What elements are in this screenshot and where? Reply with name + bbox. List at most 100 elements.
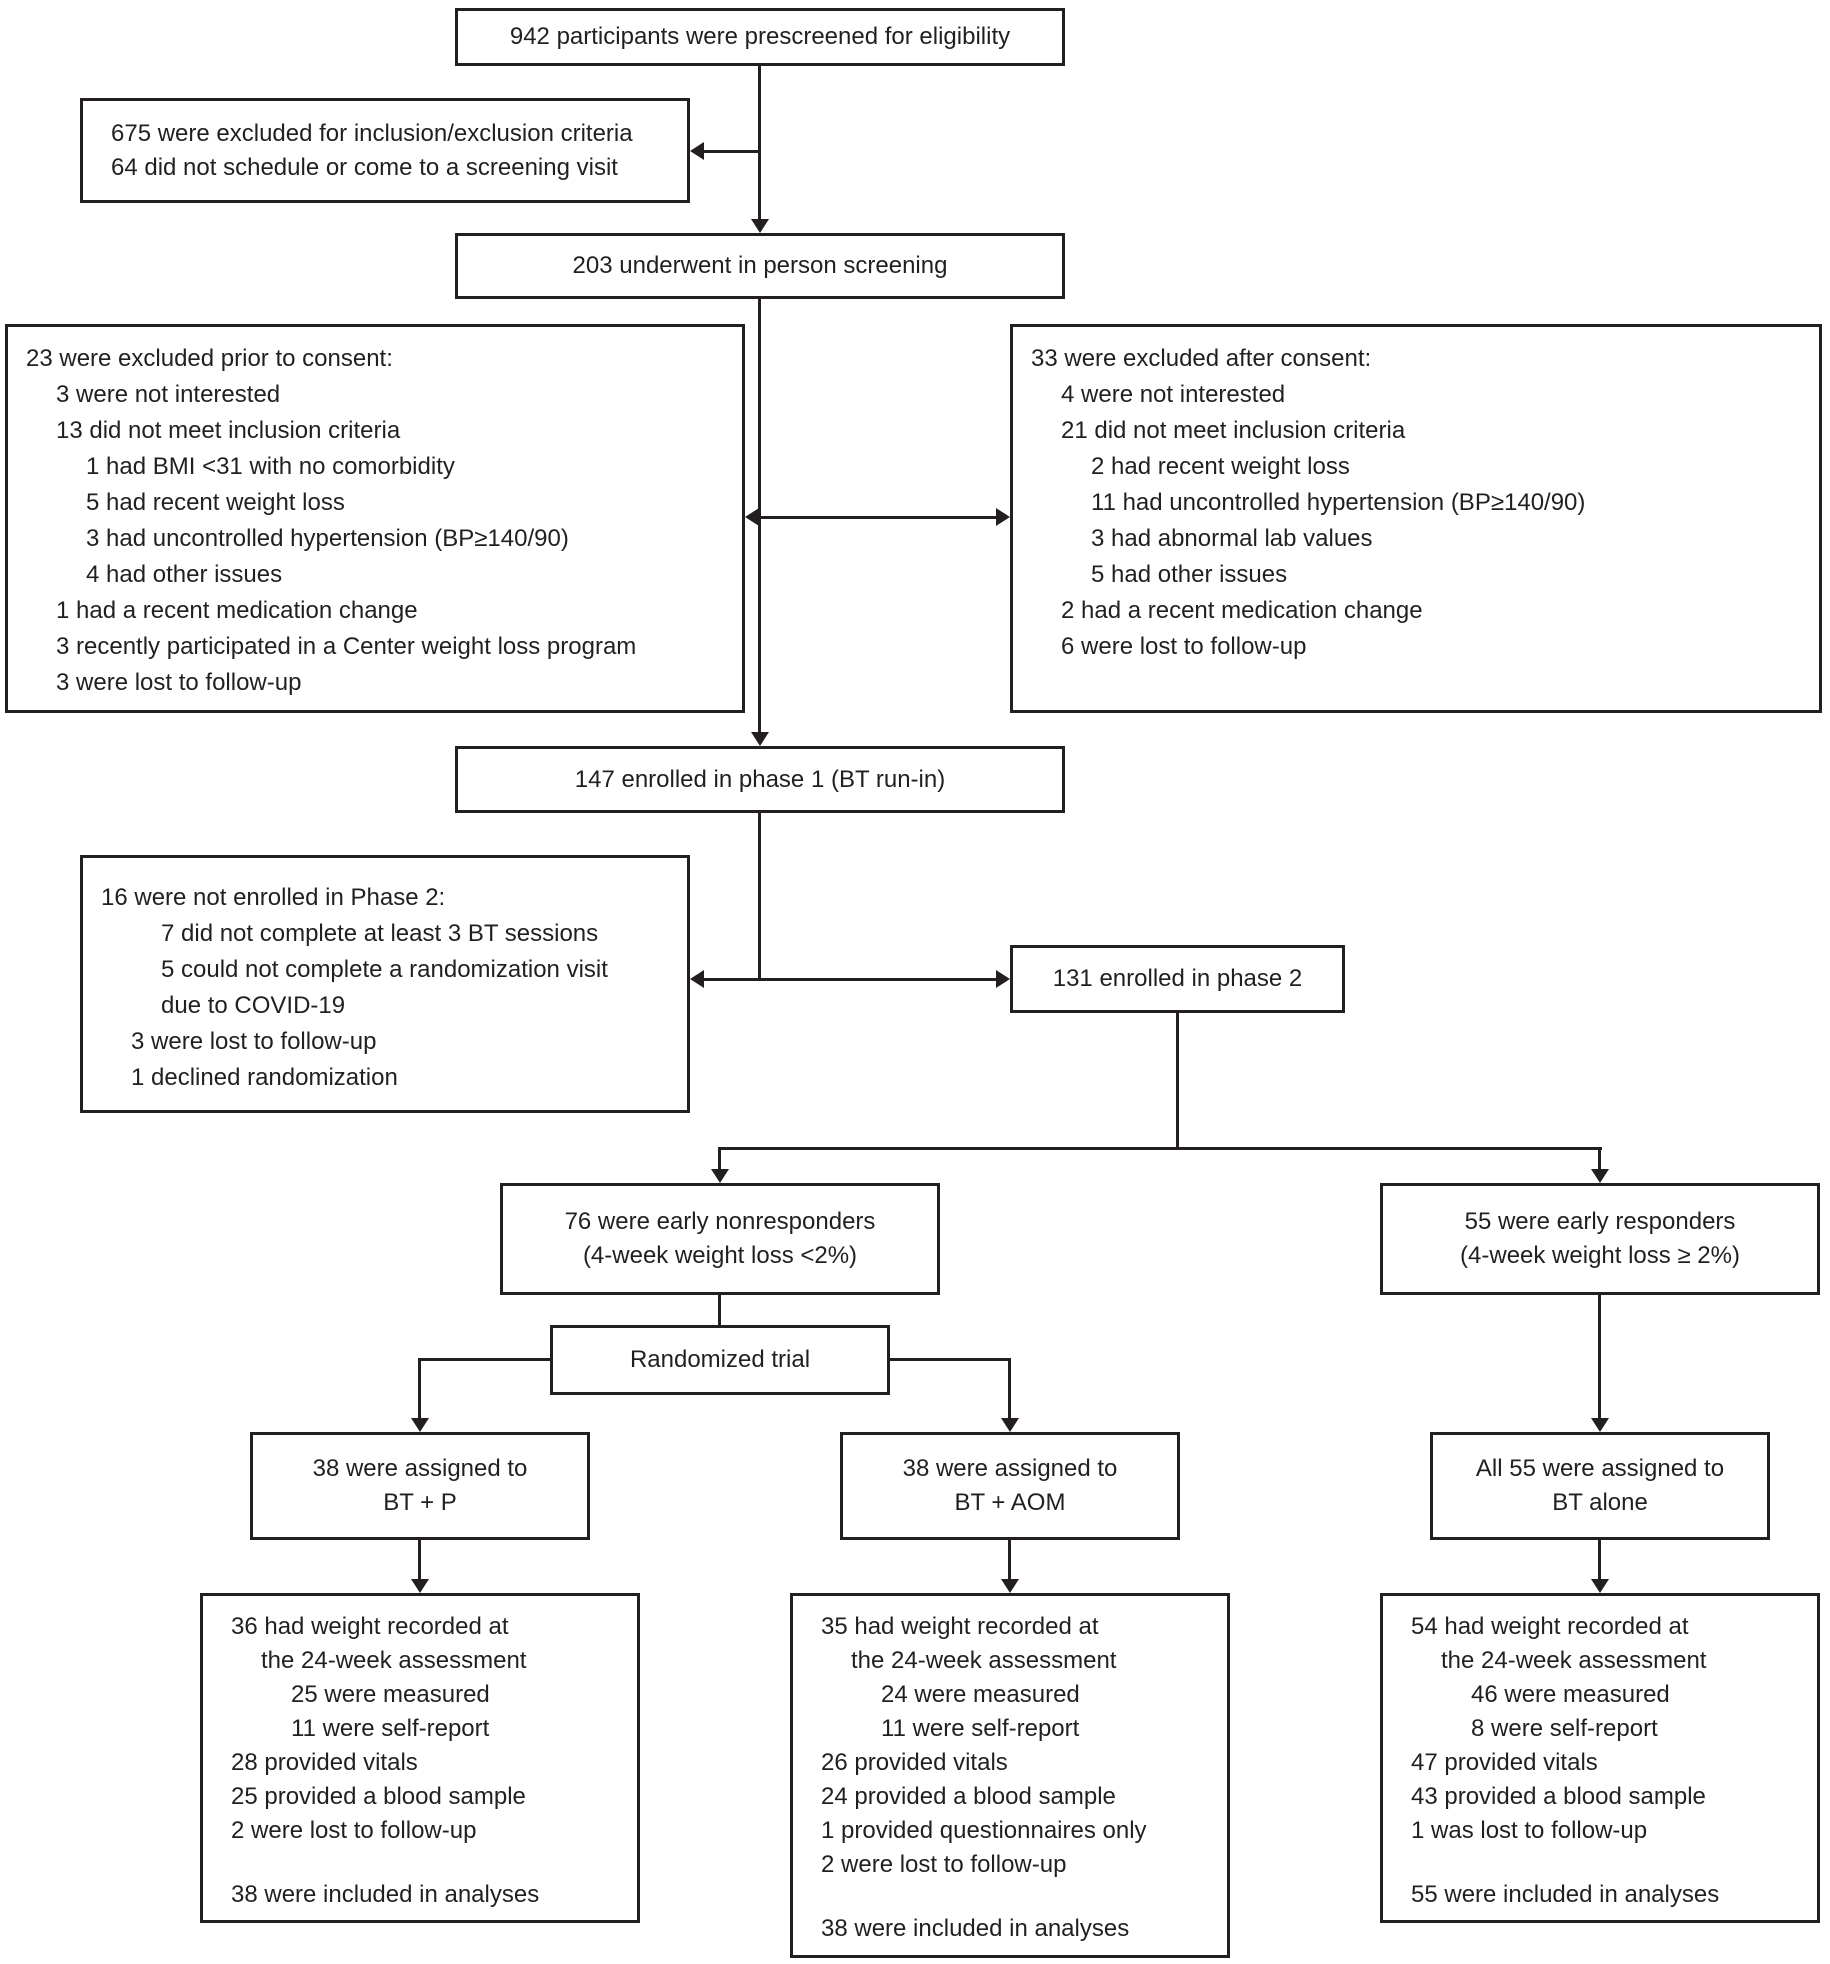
list-line: 36 had weight recorded at (231, 1613, 509, 1640)
list-line: 11 were self-report (291, 1715, 490, 1742)
assigned-btalone-line1: All 55 were assigned to (1475, 1455, 1725, 1482)
list-line: 4 had other issues (86, 561, 283, 588)
box-excluded-after-consent: 33 were excluded after consent: 4 were n… (1010, 324, 1822, 713)
conn-responders-to-btalone (1598, 1295, 1601, 1418)
conn-prescreen-down (758, 66, 761, 219)
arrowhead-into-btalone (1591, 1418, 1609, 1432)
list-line: 5 had recent weight loss (86, 489, 345, 516)
list-line: 1 had BMI <31 with no comorbidity (86, 453, 455, 480)
list-line: 3 were lost to follow-up (131, 1028, 377, 1055)
conn-phase2-double (702, 978, 998, 981)
box-prescreened: 942 participants were prescreened for el… (455, 8, 1065, 66)
arrowhead-into-excluded-prior (745, 508, 759, 526)
analysis-summary: 55 were included in analyses (1411, 1881, 1720, 1908)
list-line: 25 provided a blood sample (231, 1783, 526, 1810)
box-excluded-prior-consent: 23 were excluded prior to consent: 3 wer… (5, 324, 745, 713)
conn-randomized-right (890, 1358, 1011, 1361)
list-line: 1 declined randomization (131, 1064, 398, 1091)
list-line: 16 were not enrolled in Phase 2: (101, 884, 446, 911)
list-line: 33 were excluded after consent: (1031, 345, 1372, 372)
conn-btalone-to-outcome (1598, 1540, 1601, 1579)
list-line: 25 were measured (291, 1681, 490, 1708)
arrowhead-into-excluded-after (996, 508, 1010, 526)
box-prescreen-excluded: 675 were excluded for inclusion/exclusio… (80, 98, 690, 203)
list-line: 1 was lost to follow-up (1411, 1817, 1648, 1844)
assigned-btp-line2: BT + P (383, 1489, 457, 1516)
arrowhead-into-screening (751, 219, 769, 233)
list-line: 1 had a recent medication change (56, 597, 418, 624)
conn-to-prescreen-excluded (702, 150, 760, 153)
arrowhead-into-responders (1591, 1169, 1609, 1183)
list-line: 11 were self-report (881, 1715, 1080, 1742)
analysis-summary: 38 were included in analyses (231, 1881, 540, 1908)
assigned-btp-line1: 38 were assigned to (312, 1455, 528, 1482)
conn-randomized-left-down (418, 1358, 421, 1418)
box-in-person-screening-text: 203 underwent in person screening (572, 252, 948, 279)
list-line: 11 had uncontrolled hypertension (BP≥140… (1091, 489, 1586, 516)
box-phase1-text: 147 enrolled in phase 1 (BT run-in) (574, 765, 946, 793)
conn-split-right-down (1598, 1147, 1601, 1169)
arrowhead-into-btaom (1001, 1418, 1019, 1432)
list-line: 3 had abnormal lab values (1091, 525, 1373, 552)
responders-line2: (4-week weight loss ≥ 2%) (1460, 1242, 1740, 1269)
box-outcome-btaom: 35 had weight recorded at the 24-week as… (790, 1593, 1230, 1958)
prescreen-excluded-line: 64 did not schedule or come to a screeni… (111, 153, 618, 181)
box-early-responders: 55 were early responders (4-week weight … (1380, 1183, 1820, 1295)
conn-nonresponders-to-randomized (718, 1295, 721, 1325)
list-line: due to COVID-19 (161, 992, 346, 1019)
conn-randomized-right-down (1008, 1358, 1011, 1418)
arrowhead-into-phase1 (751, 732, 769, 746)
conn-phase1-down (758, 813, 761, 980)
list-line: the 24-week assessment (261, 1647, 527, 1674)
box-phase1: 147 enrolled in phase 1 (BT run-in) (455, 746, 1065, 813)
box-in-person-screening: 203 underwent in person screening (455, 233, 1065, 299)
box-assigned-btp: 38 were assigned to BT + P (250, 1432, 590, 1540)
box-randomized-trial-text: Randomized trial (629, 1346, 811, 1373)
box-early-nonresponders: 76 were early nonresponders (4-week weig… (500, 1183, 940, 1295)
arrowhead-into-outcome-btaom (1001, 1579, 1019, 1593)
list-line: 23 were excluded prior to consent: (26, 345, 393, 372)
box-randomized-trial: Randomized trial (550, 1325, 890, 1395)
list-line: 2 had a recent medication change (1061, 597, 1423, 624)
list-line: 35 had weight recorded at (821, 1613, 1099, 1640)
conn-exclusion-double (757, 516, 998, 519)
list-line: 6 were lost to follow-up (1061, 633, 1307, 660)
list-line: 24 provided a blood sample (821, 1783, 1116, 1810)
box-outcome-btp: 36 had weight recorded at the 24-week as… (200, 1593, 640, 1923)
assigned-btaom-line2: BT + AOM (954, 1489, 1066, 1516)
conn-split-left-down (718, 1147, 721, 1169)
list-line: 21 did not meet inclusion criteria (1061, 417, 1406, 444)
conn-randomized-left (418, 1358, 550, 1361)
list-line: 2 were lost to follow-up (231, 1817, 477, 1844)
arrowhead-into-outcome-btp (411, 1579, 429, 1593)
responders-line1: 55 were early responders (1464, 1208, 1736, 1235)
list-line: 5 could not complete a randomization vis… (161, 956, 608, 983)
nonresponders-line2: (4-week weight loss <2%) (582, 1242, 858, 1269)
list-line: 28 provided vitals (231, 1749, 418, 1776)
arrowhead-into-not-enrolled (690, 970, 704, 988)
analysis-summary: 38 were included in analyses (821, 1915, 1130, 1942)
conn-btaom-to-outcome (1008, 1540, 1011, 1579)
list-line: 43 provided a blood sample (1411, 1783, 1706, 1810)
list-line: 7 did not complete at least 3 BT session… (161, 920, 599, 947)
prescreen-excluded-line: 675 were excluded for inclusion/exclusio… (111, 119, 633, 147)
list-line: 3 were not interested (56, 381, 281, 408)
list-line: the 24-week assessment (851, 1647, 1117, 1674)
conn-screening-down (758, 299, 761, 732)
box-outcome-btalone: 54 had weight recorded at the 24-week as… (1380, 1593, 1820, 1923)
assigned-btalone-line2: BT alone (1552, 1489, 1648, 1516)
list-line: 8 were self-report (1471, 1715, 1658, 1742)
box-assigned-btalone: All 55 were assigned to BT alone (1430, 1432, 1770, 1540)
arrowhead-into-phase2 (996, 970, 1010, 988)
assigned-btaom-line1: 38 were assigned to (902, 1455, 1118, 1482)
list-line: 5 had other issues (1091, 561, 1288, 588)
box-not-enrolled-phase2: 16 were not enrolled in Phase 2: 7 did n… (80, 855, 690, 1113)
list-line: 13 did not meet inclusion criteria (56, 417, 401, 444)
box-phase2-text: 131 enrolled in phase 2 (1052, 965, 1303, 992)
arrowhead-into-nonresponders (711, 1169, 729, 1183)
conn-phase2-down (1176, 1013, 1179, 1150)
arrowhead-into-prescreen-excluded (690, 142, 704, 160)
conn-btp-to-outcome (418, 1540, 421, 1579)
list-line: 1 provided questionnaires only (821, 1817, 1147, 1844)
list-line: 47 provided vitals (1411, 1749, 1598, 1776)
